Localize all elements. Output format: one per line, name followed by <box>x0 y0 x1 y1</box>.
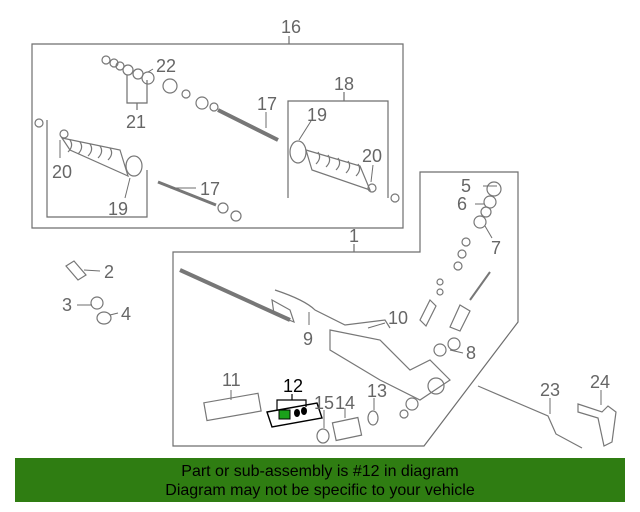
callout-4[interactable]: 4 <box>121 304 131 324</box>
assembly-parts <box>65 181 617 449</box>
callout-23[interactable]: 23 <box>540 380 560 400</box>
callout-24[interactable]: 24 <box>590 372 610 392</box>
callout-12-highlighted[interactable]: 12 <box>283 376 303 396</box>
callout-15[interactable]: 15 <box>314 393 334 413</box>
callout-11[interactable]: 11 <box>222 370 241 390</box>
callout-9[interactable]: 9 <box>303 329 313 349</box>
bracket-19 <box>46 120 148 218</box>
callout-1[interactable]: 1 <box>349 226 359 246</box>
kit-parts <box>34 55 400 222</box>
callout-14[interactable]: 14 <box>335 393 355 413</box>
callout-8[interactable]: 8 <box>466 343 476 363</box>
banner-line-part-number: Part or sub-assembly is #12 in diagram <box>181 463 459 480</box>
callout-18[interactable]: 18 <box>334 74 354 94</box>
callout-21[interactable]: 21 <box>126 112 146 132</box>
banner-line-disclaimer: Diagram may not be specific to your vehi… <box>165 482 475 499</box>
callout-6[interactable]: 6 <box>457 194 467 214</box>
callout-17-upper[interactable]: 17 <box>257 94 277 114</box>
callout-20-left[interactable]: 20 <box>52 162 72 182</box>
callout-7[interactable]: 7 <box>491 238 501 258</box>
callout-17-lower[interactable]: 17 <box>200 179 220 199</box>
callout-19-right[interactable]: 19 <box>307 105 327 125</box>
callout-16[interactable]: 16 <box>281 17 301 37</box>
callout-10[interactable]: 10 <box>388 308 408 328</box>
diagram-notice-banner: Part or sub-assembly is #12 in diagram D… <box>15 458 625 502</box>
callout-2[interactable]: 2 <box>104 262 114 282</box>
kit-16-outline <box>31 43 404 229</box>
callout-22[interactable]: 22 <box>156 56 176 76</box>
callout-3[interactable]: 3 <box>62 295 72 315</box>
assembly-1-outline <box>172 171 519 447</box>
part-12-kit[interactable] <box>266 394 323 428</box>
callout-19-left[interactable]: 19 <box>108 199 128 219</box>
callout-20-right[interactable]: 20 <box>362 146 382 166</box>
callout-13[interactable]: 13 <box>367 381 387 401</box>
callout-5[interactable]: 5 <box>461 176 471 196</box>
bracket-18 <box>287 100 389 198</box>
